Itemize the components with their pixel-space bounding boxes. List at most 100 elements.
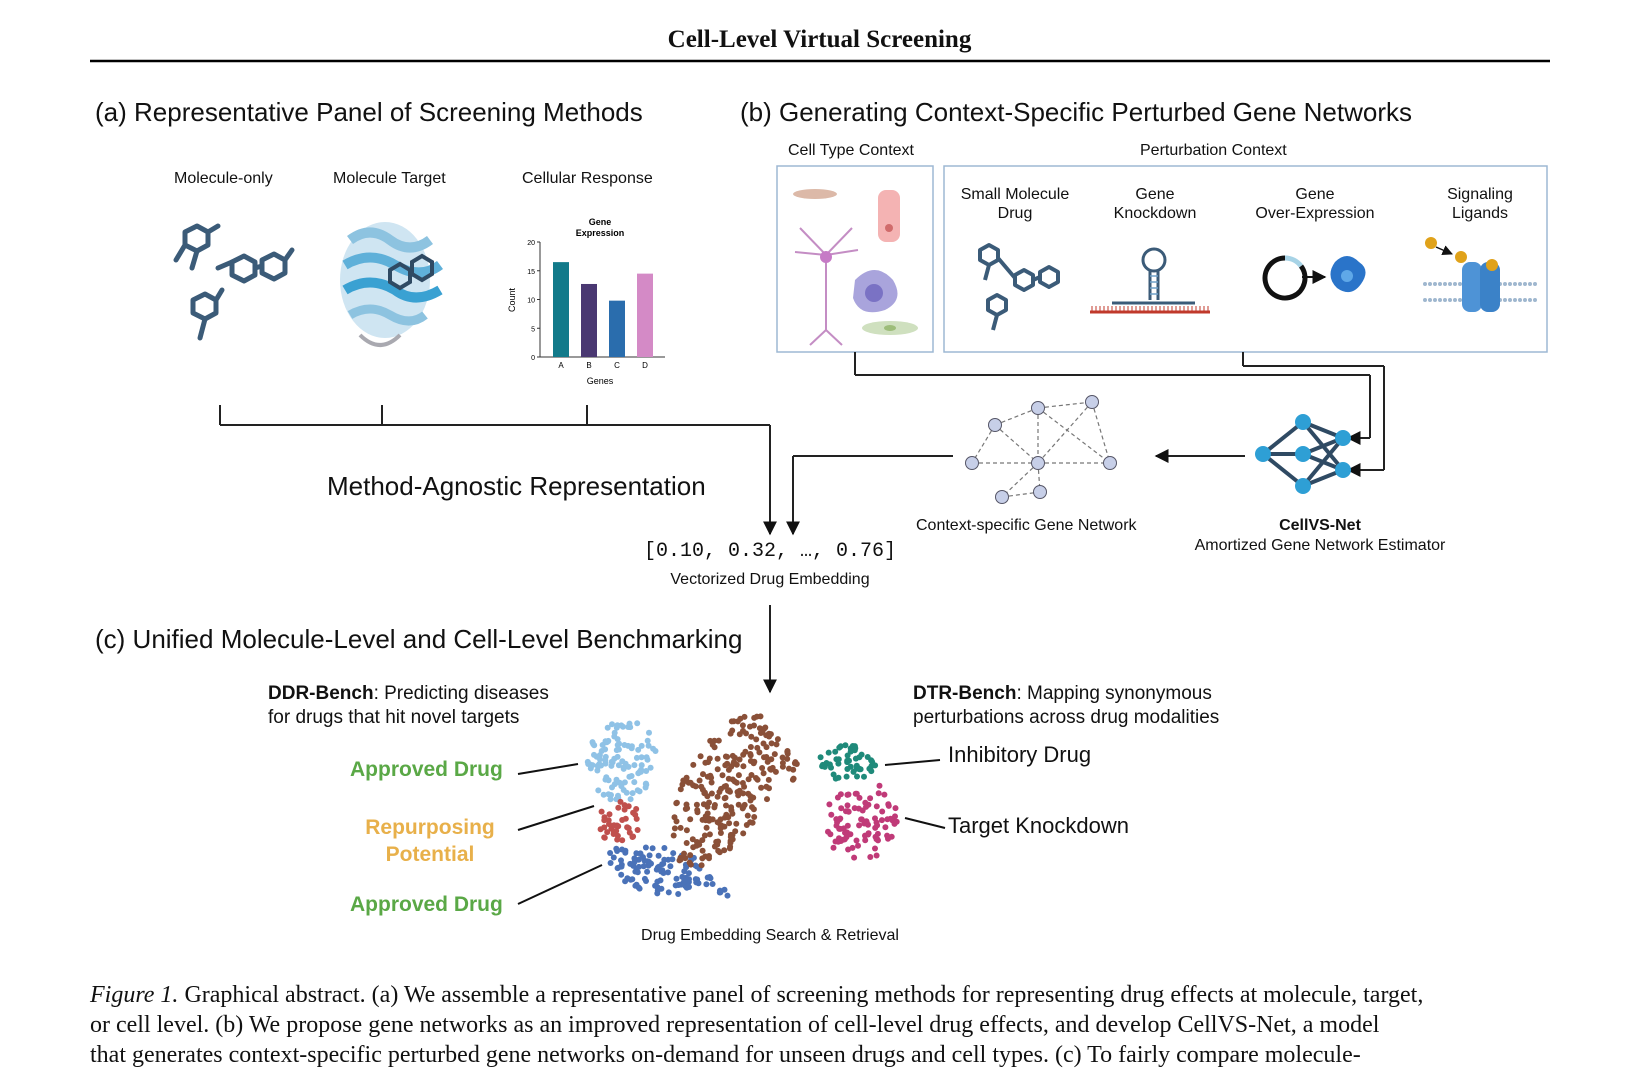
gene-network-node	[988, 418, 1002, 432]
embedding-point	[665, 889, 672, 896]
embedding-point	[862, 799, 869, 806]
embedding-point	[640, 863, 647, 870]
embedding-point	[609, 721, 615, 728]
embedding-point	[643, 768, 650, 774]
approved-drug-label-2: Approved Drug	[350, 893, 503, 916]
embedding-point	[589, 739, 596, 746]
embedding-point	[759, 729, 766, 736]
embedding-point	[872, 815, 878, 822]
embedding-point	[729, 727, 736, 734]
embedding-point	[584, 758, 591, 765]
embedding-point	[669, 856, 676, 863]
embedding-point	[832, 775, 839, 782]
embedding-point	[606, 811, 613, 818]
panel-a-title: (a) Representative Panel of Screening Me…	[95, 97, 643, 127]
gene-network-graph	[965, 395, 1117, 504]
embedding-point	[604, 724, 611, 731]
mini-chart-bar	[581, 283, 597, 357]
embedding-point	[675, 891, 682, 897]
embedding-scatter	[584, 713, 900, 899]
embedding-point	[873, 852, 880, 859]
embedding-point	[766, 733, 773, 740]
embedding-point	[618, 871, 625, 878]
embedding-point	[733, 820, 740, 827]
embedding-point	[745, 776, 752, 783]
embedding-point	[628, 743, 635, 750]
embedding-point	[631, 762, 638, 769]
gene-network-node	[995, 490, 1009, 504]
embedding-point	[683, 840, 690, 846]
embedding-point	[627, 796, 634, 803]
embedding-point	[884, 832, 891, 839]
gene-network-node	[1033, 485, 1047, 499]
embedding-point	[642, 844, 649, 851]
embedding-point	[595, 787, 602, 794]
embedding-point	[658, 885, 665, 892]
molecule-only-icon	[173, 223, 295, 341]
embedding-point	[856, 822, 863, 829]
embedding-point	[715, 847, 722, 854]
mini-chart-ylabel: Count	[507, 288, 517, 313]
approved-drug-label-1: Approved Drug	[350, 758, 503, 781]
embedding-point	[853, 790, 860, 797]
embedding-point	[690, 761, 697, 768]
nn-node	[1335, 430, 1351, 446]
perturbation-box	[943, 165, 1548, 353]
embedding-point	[723, 802, 729, 809]
embedding-point	[727, 788, 733, 795]
embedding-point	[706, 799, 712, 806]
embedding-point	[650, 745, 657, 752]
embedding-point	[610, 831, 617, 837]
embedding-point	[747, 752, 754, 759]
embedding-point	[825, 749, 832, 756]
embedding-point	[638, 742, 645, 749]
embedding-point	[740, 804, 747, 810]
dtr-bench-desc: DTR-Bench: Mapping synonymous	[913, 683, 1212, 705]
gene-network-node	[1031, 456, 1045, 470]
mini-chart-ytick-label: 0	[531, 355, 535, 362]
embedding-point	[605, 738, 611, 745]
embedding-point	[723, 811, 730, 818]
embedding-point	[881, 791, 888, 798]
embedding-point	[686, 859, 693, 866]
embedding-point	[835, 756, 842, 763]
embedding-point	[821, 763, 828, 770]
embedding-point	[621, 806, 628, 813]
embedding-point	[667, 863, 674, 870]
embedding-point	[733, 761, 740, 768]
nn-node	[1295, 446, 1311, 462]
mini-chart-title-line1: Gene	[589, 217, 612, 227]
embedding-point	[885, 801, 892, 808]
embedding-point	[646, 852, 653, 859]
embedding-point	[761, 754, 767, 761]
embedding-point	[849, 844, 856, 851]
embedding-point	[872, 845, 878, 852]
embedding-point	[626, 773, 633, 780]
embedding-point	[749, 819, 756, 826]
embedding-point	[835, 760, 842, 767]
ddr-bench-desc-2: for drugs that hit novel targets	[268, 707, 520, 728]
embedding-point	[629, 790, 636, 797]
embedding-point	[765, 776, 772, 783]
embedding-point	[682, 806, 689, 812]
embedding-point	[725, 766, 732, 773]
embedding-point	[844, 752, 851, 759]
perturbation-signaling-ligands: Signaling Ligands	[1447, 186, 1513, 222]
embedding-point	[766, 785, 772, 792]
embedding-point	[702, 817, 709, 824]
embedding-point	[638, 762, 645, 769]
embedding-point	[726, 820, 733, 827]
embedding-point	[643, 754, 650, 761]
embedding-point	[874, 830, 881, 837]
embedding-point	[842, 829, 848, 836]
embedding-point	[754, 744, 761, 751]
embedding-point	[659, 867, 666, 874]
embedding-point	[784, 755, 791, 762]
embedding-point	[610, 854, 617, 861]
embedding-point	[714, 766, 721, 773]
model-description: Amortized Gene Network Estimator	[1194, 537, 1446, 554]
embedding-point	[838, 805, 845, 812]
embedding-point	[865, 821, 871, 828]
embedding-point	[854, 773, 860, 780]
embedding-point	[597, 756, 603, 763]
